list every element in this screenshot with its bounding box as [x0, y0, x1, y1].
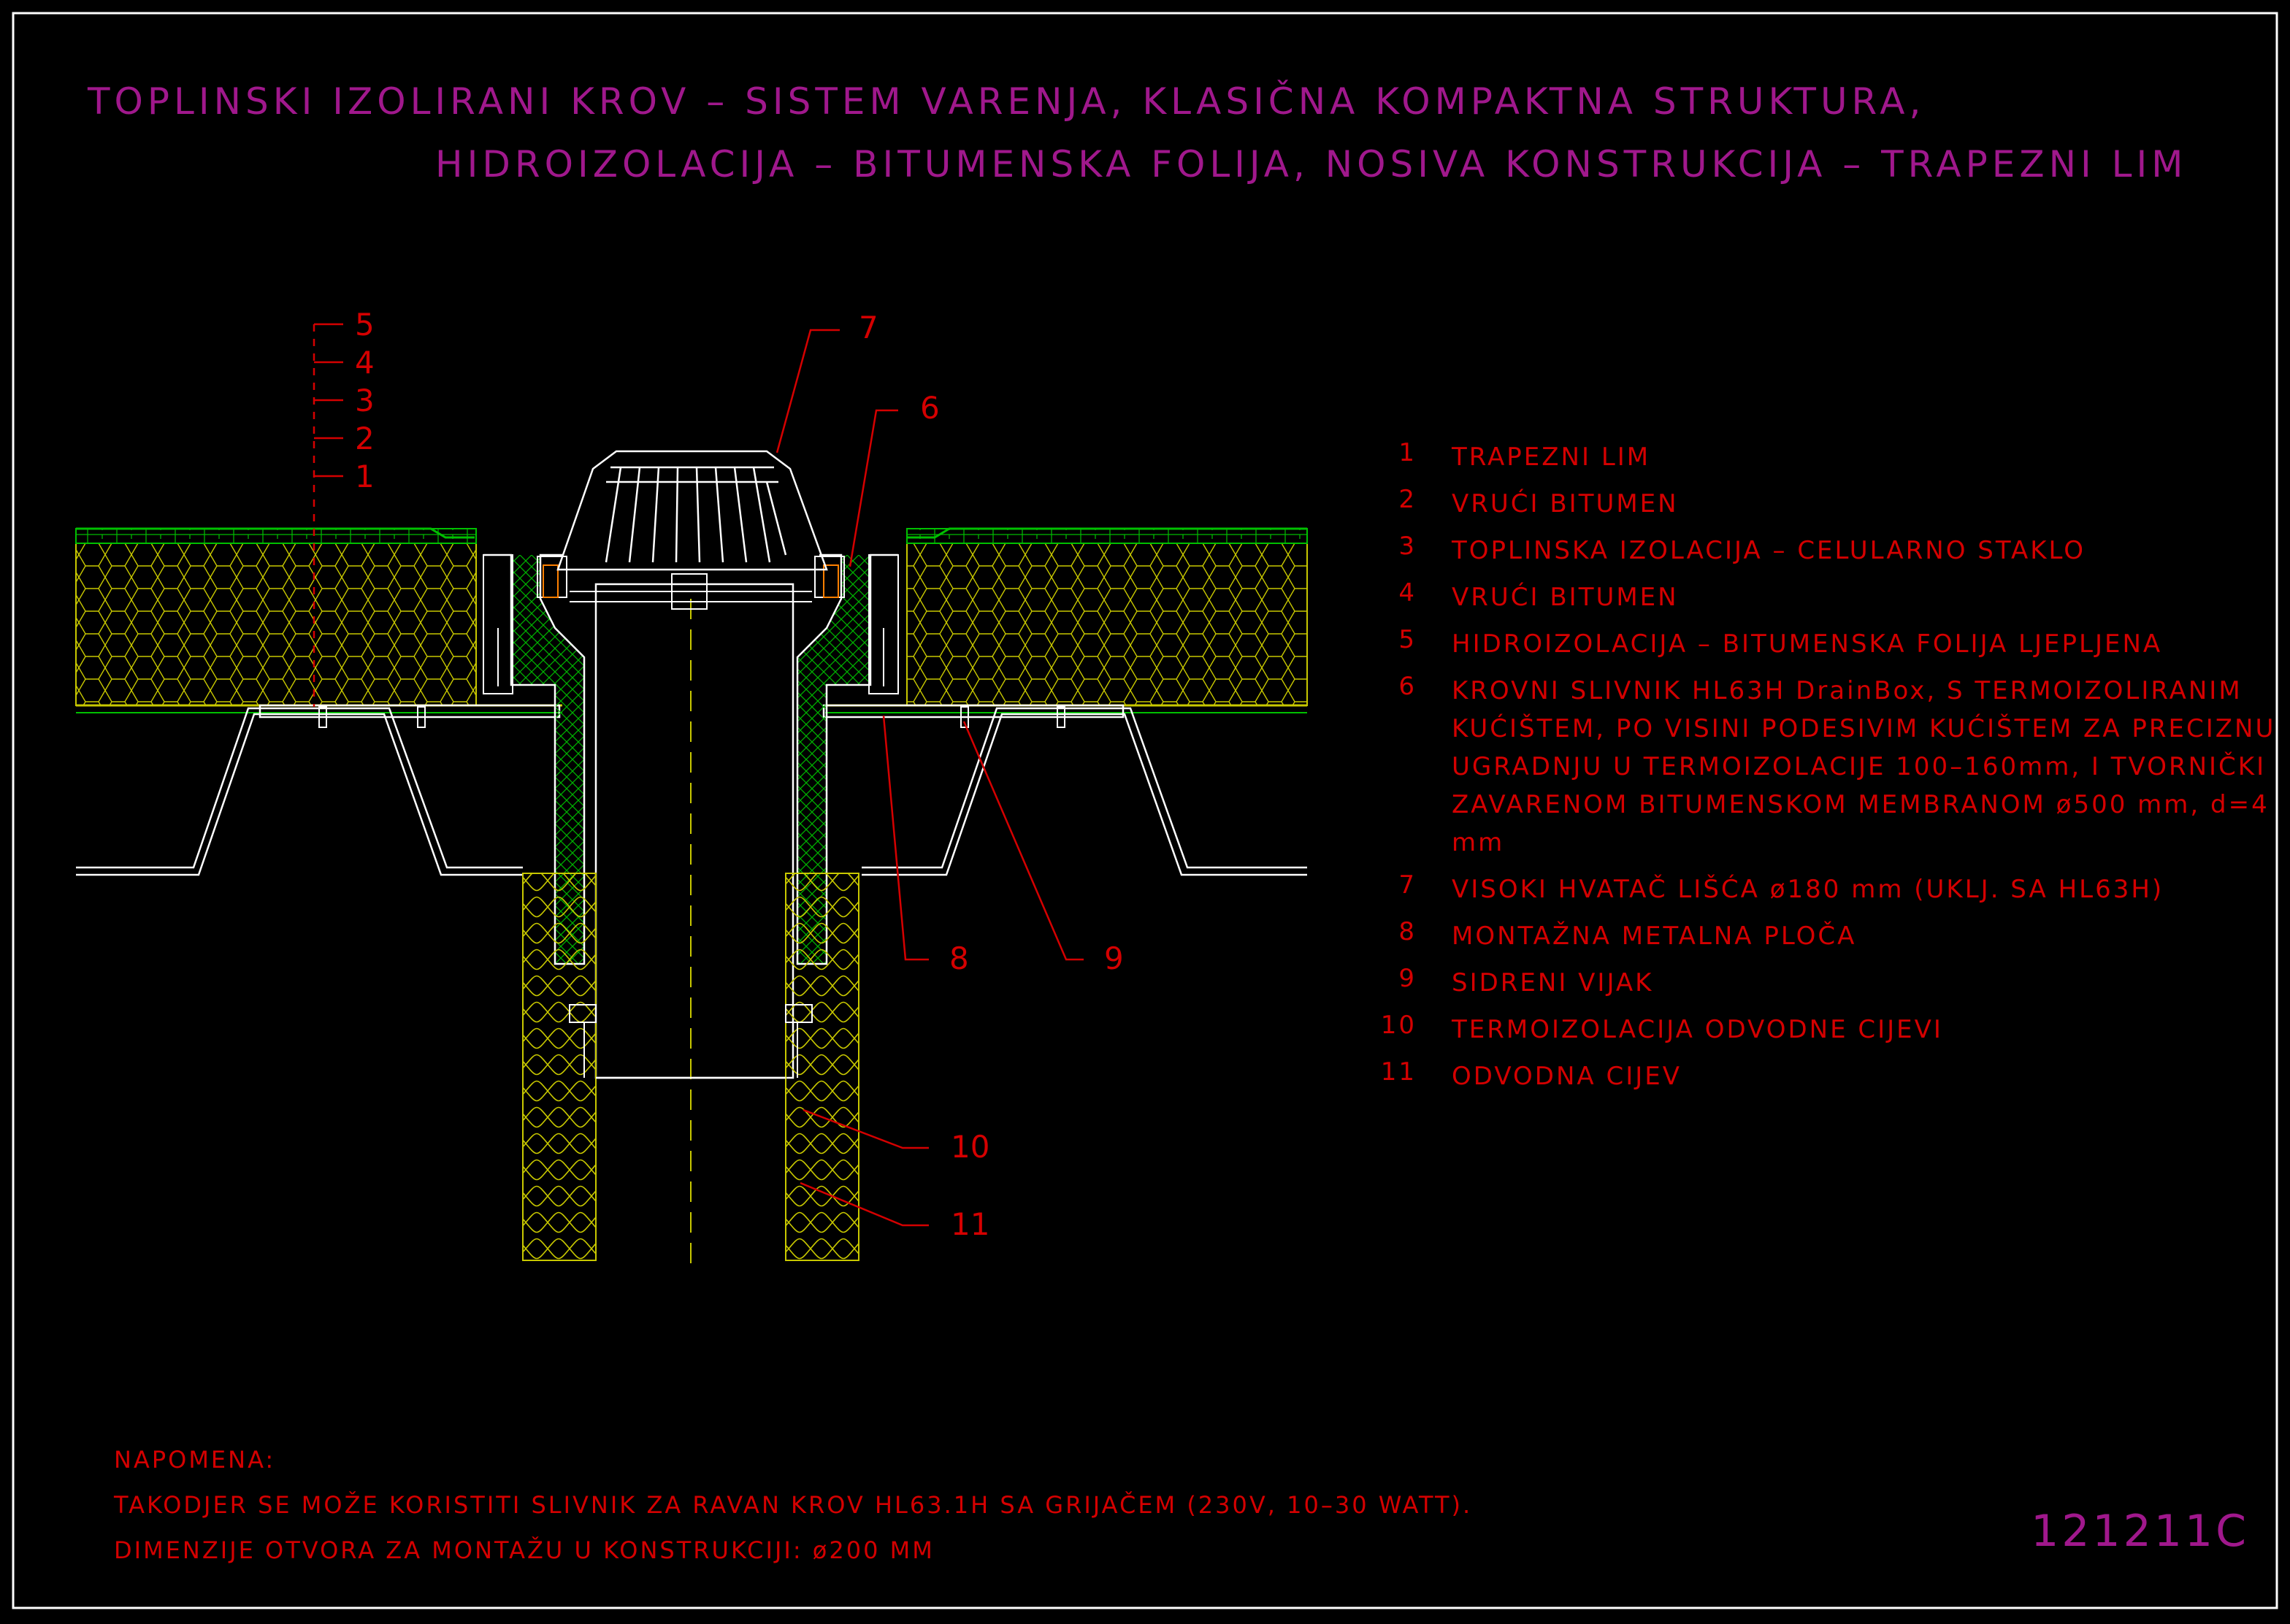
- insulation-left: [75, 543, 477, 706]
- layer-callout-1: 1: [355, 459, 375, 494]
- layer-callout-leaders: [313, 323, 343, 707]
- notes-line-2: DIMENZIJE OTVORA ZA MONTAŽU U KONSTRUKCI…: [114, 1536, 935, 1564]
- notes-line-1: TAKODJER SE MOŽE KORISTITI SLIVNIK ZA RA…: [114, 1491, 1473, 1519]
- membrane-right: [906, 528, 1308, 544]
- leaf-guard: [556, 450, 828, 571]
- callout-10: 10: [951, 1129, 990, 1165]
- pipe-insulation: [522, 873, 859, 1261]
- layer-callout-5: 5: [355, 307, 375, 342]
- layer-callout-2: 2: [355, 421, 375, 456]
- callout-8: 8: [949, 941, 969, 976]
- notes: NAPOMENA: TAKODJER SE MOŽE KORISTITI SLI…: [114, 1437, 1472, 1573]
- roof-left: [75, 527, 562, 713]
- membrane-left: [75, 528, 477, 544]
- drain-pipe: [594, 583, 794, 1079]
- legend-item: 6 KROVNI SLIVNIK HL63H DrainBox, S TERMO…: [1398, 672, 2276, 857]
- sheet-frame: [12, 12, 2278, 1609]
- anchor-screws: [318, 706, 1065, 728]
- callout-11: 11: [951, 1206, 990, 1242]
- notes-heading: NAPOMENA:: [114, 1446, 276, 1474]
- layer-callout-4: 4: [355, 345, 375, 380]
- insulation-right: [906, 543, 1308, 706]
- drawing-code: 121211C: [2031, 1506, 2249, 1557]
- title-line-1: TOPLINSKI IZOLIRANI KROV – SISTEM VARENJ…: [88, 80, 1926, 123]
- callout-7: 7: [859, 310, 878, 345]
- callout-6: 6: [920, 390, 940, 426]
- callout-leaders: [776, 329, 1084, 1227]
- layer-callout-3: 3: [355, 383, 375, 418]
- roof-right: [825, 527, 1308, 713]
- callout-9: 9: [1104, 941, 1124, 976]
- title-line-2: HIDROIZOLACIJA – BITUMENSKA FOLIJA, NOSI…: [435, 143, 2188, 185]
